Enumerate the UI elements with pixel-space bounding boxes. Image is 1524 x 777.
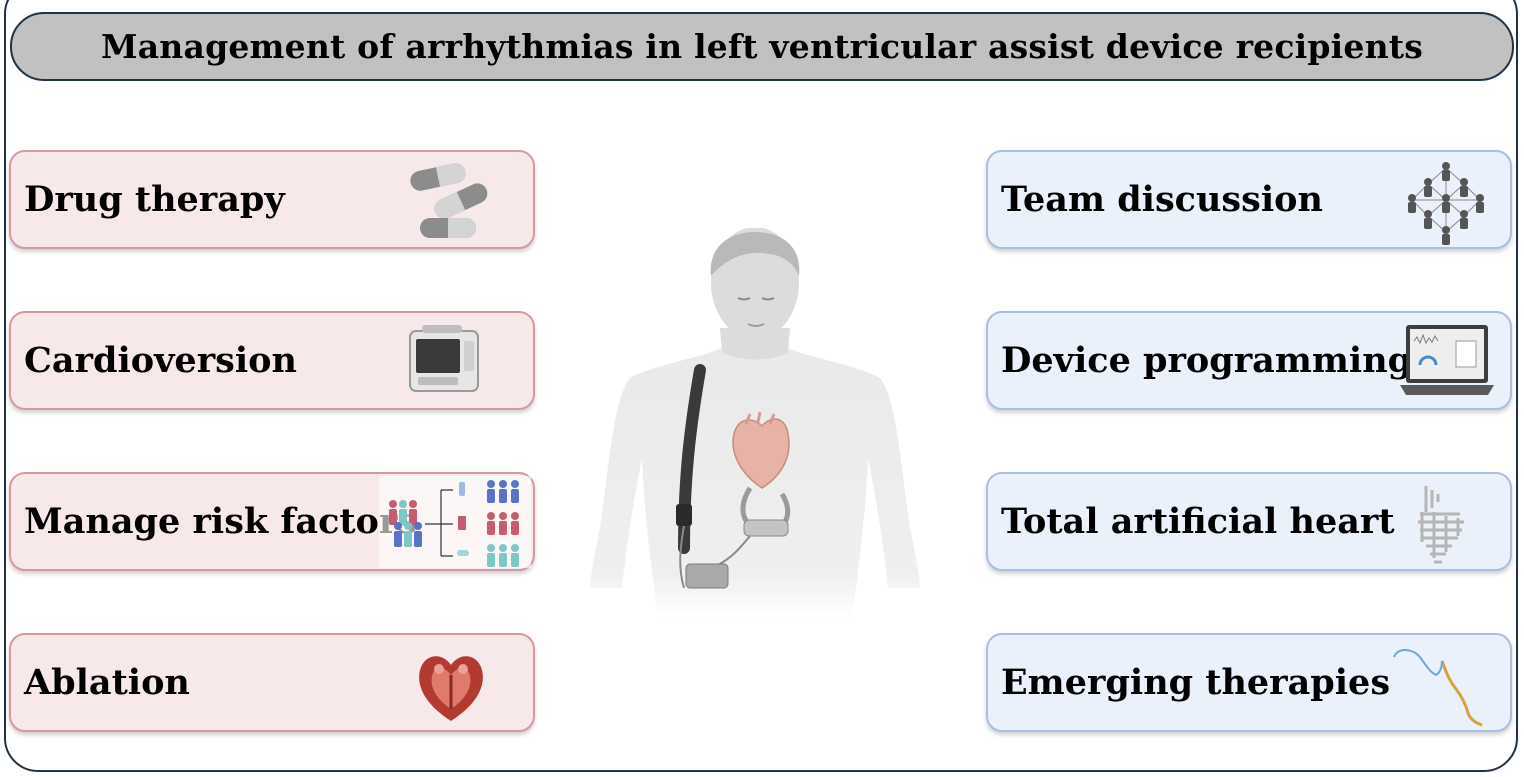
defibrillator-icon	[409, 325, 479, 392]
controller	[679, 525, 751, 589]
card-team-discussion: Team discussion	[986, 150, 1512, 249]
heart	[732, 411, 790, 489]
capsules-icon	[410, 163, 488, 238]
card-device-programming: Device programming	[986, 311, 1512, 410]
patient-stratification-icon	[379, 476, 531, 568]
card-total-artificial-heart: Total artificial heart	[986, 472, 1512, 571]
card-label: Device programming	[1001, 340, 1413, 381]
head	[710, 228, 800, 339]
card-manage-risk-factors: Manage risk factors	[9, 472, 535, 571]
card-label: Total artificial heart	[1001, 501, 1395, 542]
card-label: Cardioversion	[24, 340, 297, 381]
lvad-patient-illustration	[590, 228, 920, 618]
title-banner: Management of arrhythmias in left ventri…	[10, 12, 1514, 81]
card-label: Team discussion	[1001, 179, 1323, 220]
diagram-title: Management of arrhythmias in left ventri…	[100, 27, 1423, 66]
card-label: Manage risk factors	[24, 501, 418, 542]
artificial-heart-icon	[1418, 486, 1464, 564]
card-label: Ablation	[24, 662, 190, 703]
heart-cross-section-icon	[419, 656, 483, 721]
driveline-strap	[676, 364, 706, 554]
card-cardioversion: Cardioversion	[9, 311, 535, 410]
lvad-pump	[740, 486, 791, 537]
team-network-icon	[1408, 162, 1484, 245]
card-ablation: Ablation	[9, 633, 535, 732]
laptop-icon	[1400, 325, 1494, 395]
card-drug-therapy: Drug therapy	[9, 150, 535, 249]
card-emerging-therapies: Emerging therapies	[986, 633, 1512, 732]
catheter-icon	[1393, 649, 1483, 727]
card-label: Drug therapy	[24, 179, 285, 220]
card-label: Emerging therapies	[1001, 662, 1391, 703]
